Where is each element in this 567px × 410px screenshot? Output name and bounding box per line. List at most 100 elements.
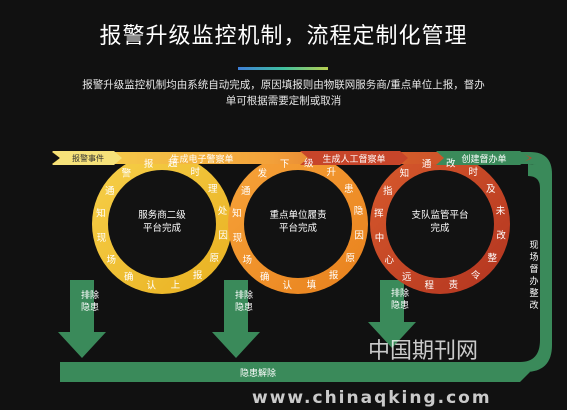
ring-char: 时 bbox=[469, 166, 479, 178]
ring-char: 级 bbox=[304, 157, 314, 169]
outlet-right-char: 改 bbox=[529, 299, 538, 311]
ring-char: 填 bbox=[307, 279, 317, 291]
ring-char: 认 bbox=[282, 280, 292, 292]
description: 报警升级监控机制均由系统自动完成，原因填报则由物联网服务商/重点单位上报，督办 … bbox=[70, 77, 497, 109]
outlet-right-char: 现 bbox=[529, 240, 538, 251]
ring-char: 改 bbox=[496, 229, 506, 241]
ring-char: 知 bbox=[400, 168, 410, 180]
ring-char: 现 bbox=[233, 233, 243, 244]
ring-char: 知 bbox=[232, 208, 242, 220]
outlet-line: 排除 bbox=[235, 289, 253, 301]
down-arrow-c bbox=[368, 280, 416, 348]
outlet-right-char: 办 bbox=[529, 275, 538, 287]
ring-char: 通 bbox=[105, 186, 115, 197]
ring-char: 场 bbox=[106, 255, 116, 266]
ring-char: 心 bbox=[384, 255, 394, 266]
ring-char: 中 bbox=[375, 232, 385, 244]
ring-char: 原 bbox=[346, 253, 356, 264]
outlet-line: 排除 bbox=[81, 289, 99, 301]
description-line-2: 单可根据需要定制或取消 bbox=[225, 95, 342, 107]
ring-char: 时 bbox=[191, 166, 201, 178]
ring-char: 报 bbox=[193, 269, 203, 281]
circle-center-line: 支队监管平台 bbox=[411, 209, 468, 221]
circle-1-core bbox=[108, 170, 216, 278]
bottom-release-bar bbox=[60, 362, 530, 382]
ring-char: 现 bbox=[97, 233, 107, 244]
ring-char: 警 bbox=[122, 168, 132, 180]
outlet-line: 排除 bbox=[391, 287, 409, 299]
ring-char: 发 bbox=[258, 168, 268, 180]
watermark-cn: 中国期刊网 bbox=[368, 339, 478, 364]
ring-char: 指 bbox=[383, 185, 393, 197]
ring-char: 下 bbox=[280, 159, 290, 170]
ring-char: 隐 bbox=[354, 205, 364, 217]
ribbon-tab-alarm bbox=[52, 151, 122, 165]
ribbon-tab-supervise bbox=[436, 151, 530, 165]
outlet-right-char: 整 bbox=[529, 287, 538, 299]
watermark-url: www.chinaqking.com bbox=[252, 388, 492, 408]
ring-char: 令 bbox=[471, 269, 481, 281]
ring-char: 及 bbox=[486, 184, 496, 195]
outlet-right-char: 场 bbox=[529, 252, 538, 263]
ring-char: 处 bbox=[218, 205, 228, 217]
outlet-line: 隐患 bbox=[235, 301, 253, 313]
ribbon-label-supervise: 创建督办单 bbox=[461, 153, 506, 165]
ring-char: 挥 bbox=[374, 208, 384, 220]
circle-3-core bbox=[386, 170, 494, 278]
bottom-release-label: 隐患解除 bbox=[240, 367, 276, 379]
ring-char: 患 bbox=[344, 183, 354, 195]
circle-center-line: 重点单位履责 bbox=[269, 209, 326, 221]
ring-char: 通 bbox=[241, 186, 251, 197]
ring-char: 因 bbox=[218, 230, 228, 241]
title-accent-line bbox=[238, 67, 328, 70]
ribbon-label-alarm: 报警事件 bbox=[72, 153, 104, 163]
ring-char: 上 bbox=[171, 280, 181, 291]
ring-char: 通 bbox=[422, 159, 432, 170]
ring-char: 升 bbox=[327, 167, 337, 178]
circle-center-line: 平台完成 bbox=[279, 222, 318, 234]
ring-char: 未 bbox=[496, 205, 506, 217]
ring-char: 确 bbox=[260, 271, 270, 283]
ribbon-tab-manual bbox=[300, 151, 408, 165]
page-title: 报警升级监控机制，流程定制化管理 bbox=[99, 24, 468, 49]
ring-char: 远 bbox=[402, 272, 412, 283]
ring-char: 超 bbox=[168, 157, 178, 169]
ring-char: 理 bbox=[208, 184, 218, 195]
ring-char: 改 bbox=[446, 157, 456, 169]
circle-center-line: 平台完成 bbox=[143, 222, 182, 234]
ring-char: 责 bbox=[449, 279, 459, 291]
down-arrow-a bbox=[58, 280, 106, 358]
outlet-line: 隐患 bbox=[391, 299, 409, 311]
outlet-line: 隐患 bbox=[81, 301, 99, 313]
down-arrow-b bbox=[212, 280, 260, 358]
ring-char: 程 bbox=[424, 281, 434, 292]
description-line-1: 报警升级监控机制均由系统自动完成，原因填报则由物联网服务商/重点单位上报，督办 bbox=[82, 79, 485, 91]
right-arc-body bbox=[520, 164, 552, 372]
ring-char: 原 bbox=[210, 253, 220, 264]
circle-2-core bbox=[244, 170, 352, 278]
circle-center-line: 完成 bbox=[430, 222, 450, 234]
ribbon-label-manual: 生成人工督察单 bbox=[322, 153, 385, 165]
ring-char: 报 bbox=[329, 269, 339, 281]
ring-char: 因 bbox=[354, 230, 364, 241]
ring-char: 整 bbox=[488, 252, 498, 264]
ring-char: 认 bbox=[146, 280, 156, 292]
ring-char: 确 bbox=[124, 271, 134, 283]
top-ribbon bbox=[52, 152, 532, 164]
outlet-right-char: 督 bbox=[529, 263, 538, 275]
ring-char: 场 bbox=[242, 255, 252, 266]
ribbon-label-e-order: 生成电子警察单 bbox=[170, 153, 233, 165]
ring-char: 知 bbox=[96, 208, 106, 220]
circle-center-line: 服务商二级 bbox=[138, 209, 186, 221]
ring-char: 报 bbox=[144, 158, 154, 170]
